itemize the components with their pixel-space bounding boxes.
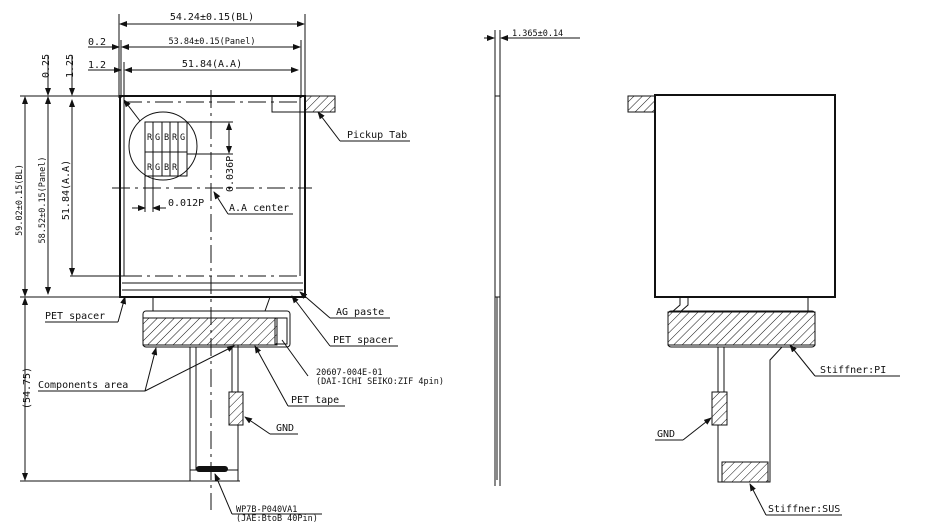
pickup-tab-label: Pickup Tab xyxy=(347,130,407,141)
front-view: 54.24±0.15(BL) 53.84±0.15(Panel) 0.2 51.… xyxy=(15,12,444,524)
stiffener-pi-label: Stiffner:PI xyxy=(820,365,886,376)
btob-connector xyxy=(196,466,228,472)
pixel-grid: R G B R G R G B R xyxy=(144,121,188,177)
components-area-label: Components area xyxy=(38,380,128,391)
components-area-hatch xyxy=(142,317,278,346)
subpixel-label: R xyxy=(147,163,153,173)
gnd-back-label: GND xyxy=(657,429,675,440)
dim-offset-125-label: 1.25 xyxy=(65,54,76,78)
aa-center-label: A.A center xyxy=(229,203,289,214)
subpixel-label: R xyxy=(172,163,178,173)
pitch-h-label: 0.012P xyxy=(168,198,204,209)
pickup-tab xyxy=(304,95,336,113)
subpixel-label: R xyxy=(147,133,153,143)
dim-offset-025-label: 0.25 xyxy=(41,54,52,78)
gnd-front-label: GND xyxy=(276,423,294,434)
back-pickup-tab xyxy=(627,95,656,113)
back-panel-outline xyxy=(654,94,836,298)
back-view: Stiffner:PI GND Stiffner:SUS xyxy=(627,94,900,516)
dim-height-bl-label: 59.02±0.15(BL) xyxy=(15,164,25,236)
zif-connector-desc-label: (DAI-ICHI SEIKO:ZIF 4pin) xyxy=(316,377,444,387)
dim-height-panel-label: 58.52±0.15(Panel) xyxy=(38,157,48,244)
panel-outline xyxy=(119,95,306,298)
pixel-detail-circle xyxy=(128,111,198,181)
btob-part-label: WP7B-P040VA1 xyxy=(236,505,297,515)
dim-offset-02-label: 0.2 xyxy=(88,37,106,48)
pet-tape-label: PET tape xyxy=(291,395,339,406)
subpixel-label: B xyxy=(164,163,169,173)
pet-spacer-right-label: PET spacer xyxy=(333,335,393,346)
subpixel-label: G xyxy=(155,133,160,143)
stiffener-pi xyxy=(667,311,816,346)
gnd-pad-back xyxy=(711,391,728,426)
subpixel-label: G xyxy=(155,163,160,173)
subpixel-label: R xyxy=(172,133,178,143)
thickness-label: 1.365±0.14 xyxy=(512,29,563,39)
zif-connector-part-label: 20607-004E-01 xyxy=(316,368,383,378)
pitch-v-label: 0.036P xyxy=(225,156,236,192)
dim-fpc-length-label: (54.75) xyxy=(22,367,33,409)
subpixel-label: G xyxy=(180,133,185,143)
dim-offset-12-label: 1.2 xyxy=(88,60,106,71)
stiffener-sus xyxy=(721,461,769,483)
dim-width-panel-label: 53.84±0.15(Panel) xyxy=(169,37,256,47)
ag-paste-label: AG paste xyxy=(336,307,384,318)
subpixel-label: B xyxy=(164,133,169,143)
stiffener-sus-label: Stiffner:SUS xyxy=(768,504,840,515)
side-view: 1.365±0.14 xyxy=(484,29,580,486)
dim-height-aa-label: 51.84(A.A) xyxy=(61,160,72,220)
dim-width-bl-label: 54.24±0.15(BL) xyxy=(170,12,254,23)
pet-spacer-left-label: PET spacer xyxy=(45,311,105,322)
btob-desc-label: (JAE:BtoB 40Pin) xyxy=(236,514,318,524)
dim-width-aa-label: 51.84(A.A) xyxy=(182,59,242,70)
gnd-pad-front xyxy=(228,391,244,426)
